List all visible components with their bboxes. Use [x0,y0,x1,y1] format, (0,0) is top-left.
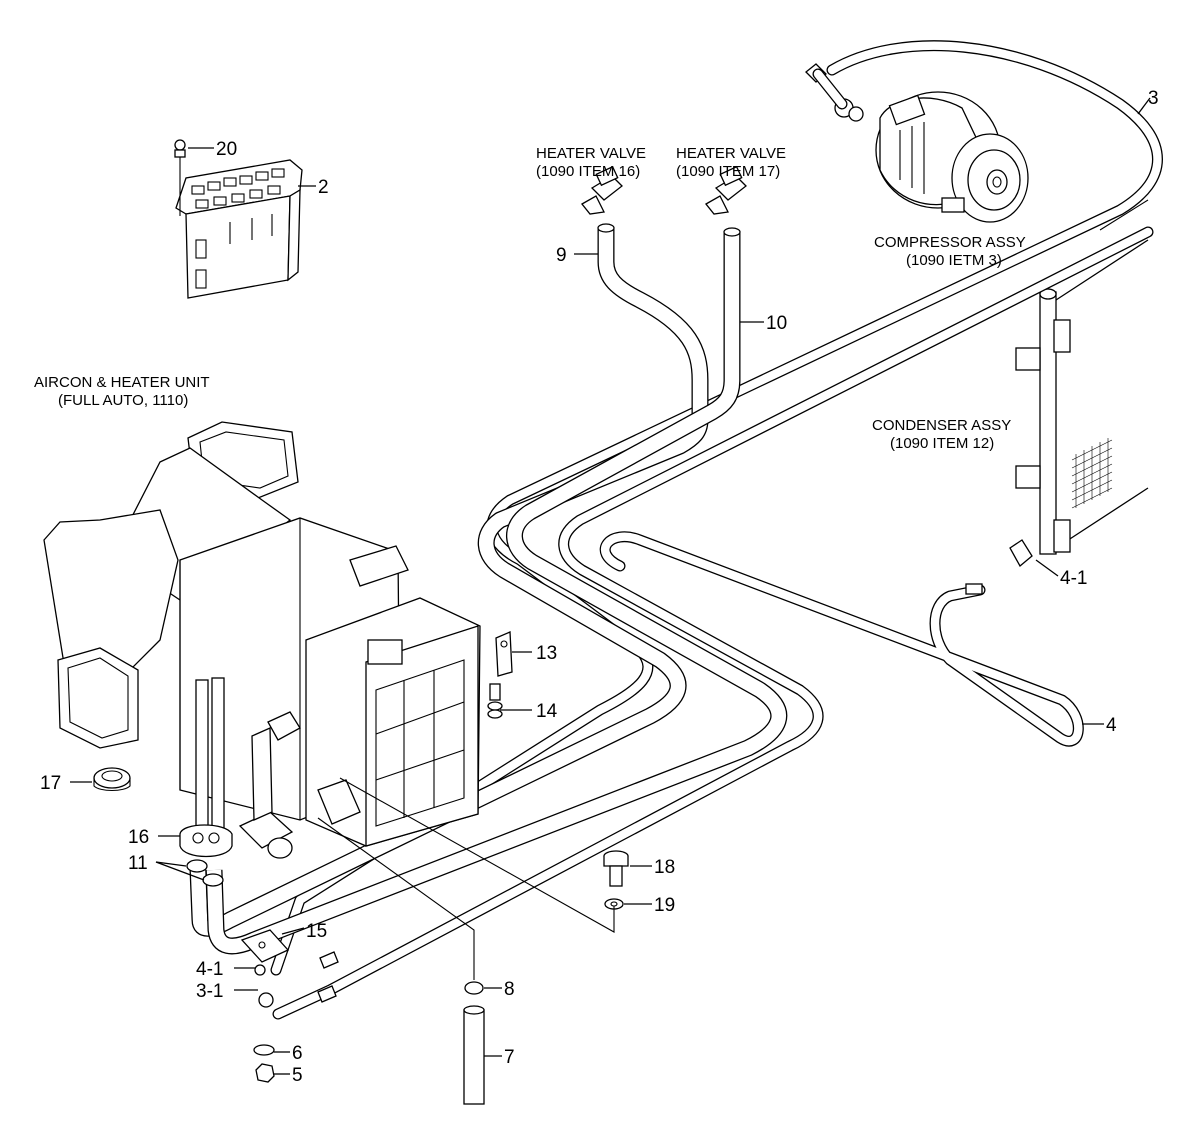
caption-heater-valve-1-line1: HEATER VALVE [536,145,646,162]
caption-condenser-line2: (1090 ITEM 12) [890,435,994,452]
heater-hose-10 [205,232,788,955]
caption-heater-valve-1-line2: (1090 ITEM 16) [536,163,640,180]
callout-4-1-top: 4-1 [1060,568,1087,589]
callout-14: 14 [536,701,558,722]
nut-5-part [255,1063,275,1083]
callout-17: 17 [40,773,61,794]
condenser-part [1015,199,1149,555]
callout-18: 18 [654,857,675,878]
washer-6-part [253,1044,275,1056]
control-panel-part [175,159,303,299]
callout-numbers: 20 2 3 9 10 4-1 13 14 4 17 16 11 18 19 1… [40,88,1159,1086]
callout-7: 7 [504,1047,515,1068]
aircon-heater-unit-part [43,421,481,859]
callout-19: 19 [654,895,675,916]
callout-3-1: 3-1 [196,981,223,1002]
callout-4-1-bottom: 4-1 [196,959,223,980]
caption-heater-valve-2-line2: (1090 ITEM 17) [676,163,780,180]
bolt-washer-14-part [487,683,503,719]
pipe-4-long [272,226,1154,1020]
caption-compressor-line1: COMPRESSOR ASSY [874,234,1026,251]
compressor-part [875,91,1029,223]
pipe-4-loop [599,531,1084,747]
seal-plate-16-part [179,824,233,858]
bolt-18-part [603,850,629,887]
heater-valve-1-part [581,165,623,215]
callout-10: 10 [766,313,787,334]
caption-aircon-unit-line2: (FULL AUTO, 1110) [58,392,188,409]
condenser-fitting-part [965,539,1033,595]
callout-6: 6 [292,1043,303,1064]
hose-ends [597,223,741,237]
hose-clamps-11-part [186,859,224,887]
callout-5: 5 [292,1065,303,1086]
caption-heater-valve-2-line1: HEATER VALVE [676,145,786,162]
callout-4: 4 [1106,715,1117,736]
callout-15: 15 [306,921,327,942]
callout-3: 3 [1148,88,1159,109]
callout-16: 16 [128,827,149,848]
callout-20: 20 [216,139,237,160]
caption-compressor-line2: (1090 IETM 3) [906,252,1002,269]
bracket-13-part [495,631,513,677]
callout-2: 2 [318,177,329,198]
cover-plate-15-part [240,929,290,963]
grommet-17-part [93,767,131,792]
pipe-3-upper [812,68,848,110]
heater-valve-2-part [705,165,747,215]
clamp-8-part [464,981,484,995]
callout-13: 13 [536,643,557,664]
callout-8: 8 [504,979,515,1000]
leader-lines [70,97,1151,1075]
caption-aircon-unit-line1: AIRCON & HEATER UNIT [34,374,210,391]
screw-part [174,139,186,216]
callout-9: 9 [556,245,567,266]
pipe-3 [270,40,1163,976]
callout-11: 11 [128,853,148,874]
heater-hose-9 [189,228,709,937]
fittings-bottom-part [254,951,339,1008]
caption-condenser-line1: CONDENSER ASSY [872,417,1011,434]
part-captions: HEATER VALVE (1090 ITEM 16) HEATER VALVE… [34,145,1026,452]
drain-hose-7-part [463,1005,485,1105]
